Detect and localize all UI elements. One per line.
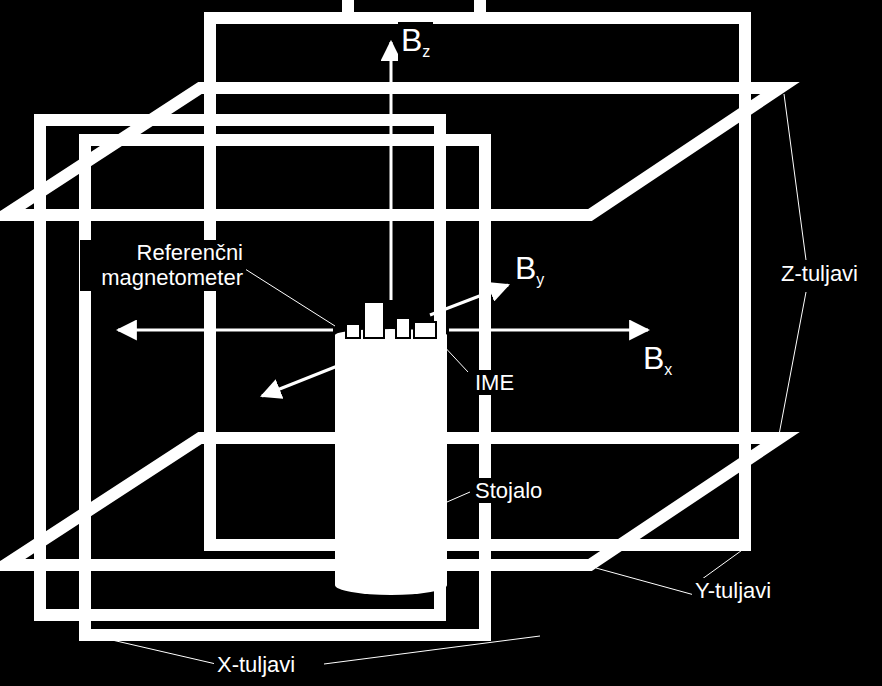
bx-arrow <box>118 329 333 332</box>
bz-arrow <box>390 42 393 300</box>
x-coil <box>85 140 485 635</box>
field-label: Bx <box>640 340 675 379</box>
part-label: IME <box>472 370 517 395</box>
field-label: Bz <box>398 22 433 61</box>
by-arrow <box>262 365 340 396</box>
coil-label: Y-tuljavi <box>692 578 774 603</box>
leader-lines <box>112 94 806 664</box>
stand <box>335 302 447 595</box>
by-arrow <box>430 285 508 315</box>
y-coil <box>210 18 745 545</box>
coil-label: Z-tuljavi <box>778 261 861 286</box>
bx-arrow <box>449 329 648 332</box>
y-coil <box>348 0 480 18</box>
field-label: By <box>512 250 547 289</box>
coil-label: X-tuljavi <box>214 652 298 677</box>
part-label: Referenčni magnetometer <box>80 240 246 291</box>
part-label: Stojalo <box>472 478 545 503</box>
